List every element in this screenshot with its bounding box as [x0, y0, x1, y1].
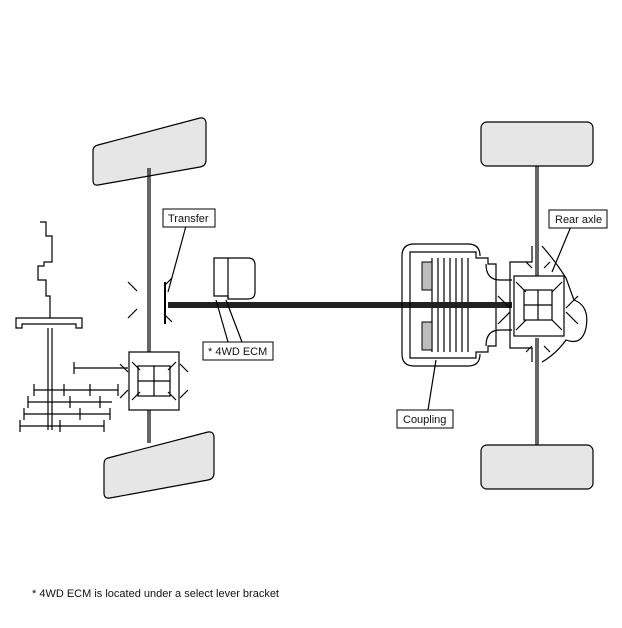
label-4wd-ecm-text: * 4WD ECM: [208, 346, 267, 358]
transmission-shaft: [15, 221, 83, 430]
rear-left-tire: [480, 121, 594, 167]
leader-lines: [167, 223, 573, 411]
front-right-tire: [103, 431, 215, 499]
4wd-ecm: [213, 257, 256, 300]
rear-axle-shaft: [535, 166, 539, 445]
label-transfer-text: Transfer: [168, 213, 209, 225]
rear-right-tire: [480, 444, 594, 490]
label-rear-axle-text: Rear axle: [555, 214, 602, 226]
rear-drive-shaft: [490, 302, 512, 308]
label-4wd-ecm: * 4WD ECM: [202, 341, 274, 361]
front-differential: [119, 351, 189, 411]
label-transfer: Transfer: [162, 208, 216, 228]
label-rear-axle: Rear axle: [548, 209, 608, 229]
rear-differential: [497, 245, 588, 363]
footnote: * 4WD ECM is located under a select leve…: [32, 588, 279, 600]
front-axle-shaft: [147, 168, 151, 443]
label-coupling: Coupling: [396, 409, 454, 429]
transmission-gear-shafts: [19, 362, 128, 432]
front-left-tire: [92, 117, 207, 186]
label-coupling-text: Coupling: [403, 414, 446, 426]
coupling-pad-top: [421, 261, 433, 291]
propeller-shaft: [168, 302, 498, 308]
coupling: [401, 243, 498, 367]
transfer-unit: [127, 277, 173, 324]
coupling-pad-bottom: [421, 321, 433, 351]
